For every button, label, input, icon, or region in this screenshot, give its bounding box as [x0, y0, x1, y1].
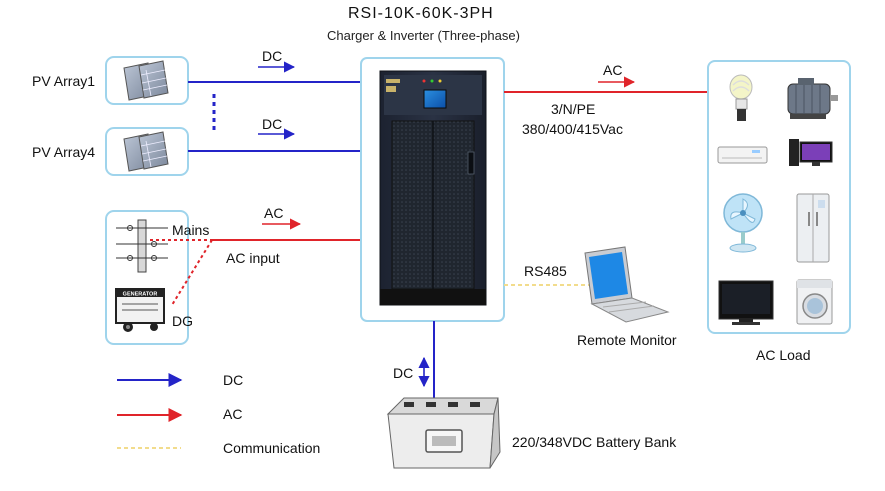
battery-bank-label: 220/348VDC Battery Bank	[512, 434, 677, 450]
legend-comm-label: Communication	[223, 440, 321, 456]
light-bulb-icon	[729, 74, 753, 121]
inverter-cabinet-icon	[379, 70, 487, 306]
ac-spec-voltage: 380/400/415Vac	[522, 121, 623, 137]
pv-array-1	[105, 56, 189, 105]
diagram-title: RSI-10K-60K-3PH	[348, 5, 494, 22]
electric-fan-icon	[723, 193, 763, 253]
dc-top-label: DC	[262, 48, 283, 64]
dc-mid-label: DC	[262, 116, 283, 132]
dg-ac-line	[171, 239, 213, 306]
pv-array-4	[105, 127, 189, 176]
pv-array-1-label: PV Array1	[32, 73, 96, 89]
dg-label: DG	[172, 313, 193, 329]
laptop-icon	[584, 246, 670, 323]
pv-array-4-label: PV Array4	[32, 144, 96, 160]
solar-panel-icon	[123, 131, 169, 172]
solar-panel-icon	[123, 60, 169, 101]
electric-motor-icon	[787, 78, 838, 119]
generator-icon: GENERATOR	[115, 288, 165, 332]
desktop-computer-icon	[789, 139, 833, 166]
battery-dc-label: DC	[393, 365, 414, 381]
refrigerator-icon	[796, 193, 830, 263]
lcd-screen-icon	[423, 89, 447, 109]
ac-load-label: AC Load	[756, 347, 811, 363]
ac-load-panel	[707, 60, 851, 334]
remote-monitor-label: Remote Monitor	[577, 332, 677, 348]
diagram-subtitle: Charger & Inverter (Three-phase)	[327, 28, 520, 43]
rs485-label: RS485	[524, 263, 567, 279]
battery-bank-icon	[386, 397, 501, 469]
ac-out-arrow-label: AC	[603, 62, 623, 78]
washing-machine-icon	[796, 279, 833, 325]
legend-dc-label: DC	[223, 372, 244, 388]
ac-input-label: AC input	[226, 250, 280, 266]
television-icon	[718, 280, 774, 325]
mains-label: Mains	[172, 222, 210, 238]
generator-plate-text: GENERATOR	[123, 292, 158, 298]
ac-spec-phase: 3/N/PE	[551, 101, 596, 117]
door-handle-icon	[467, 151, 475, 175]
legend-ac-label: AC	[223, 406, 243, 422]
air-conditioner-icon	[717, 146, 768, 164]
ac-in-arrow-label: AC	[264, 205, 284, 221]
utility-pole-icon	[116, 219, 168, 273]
